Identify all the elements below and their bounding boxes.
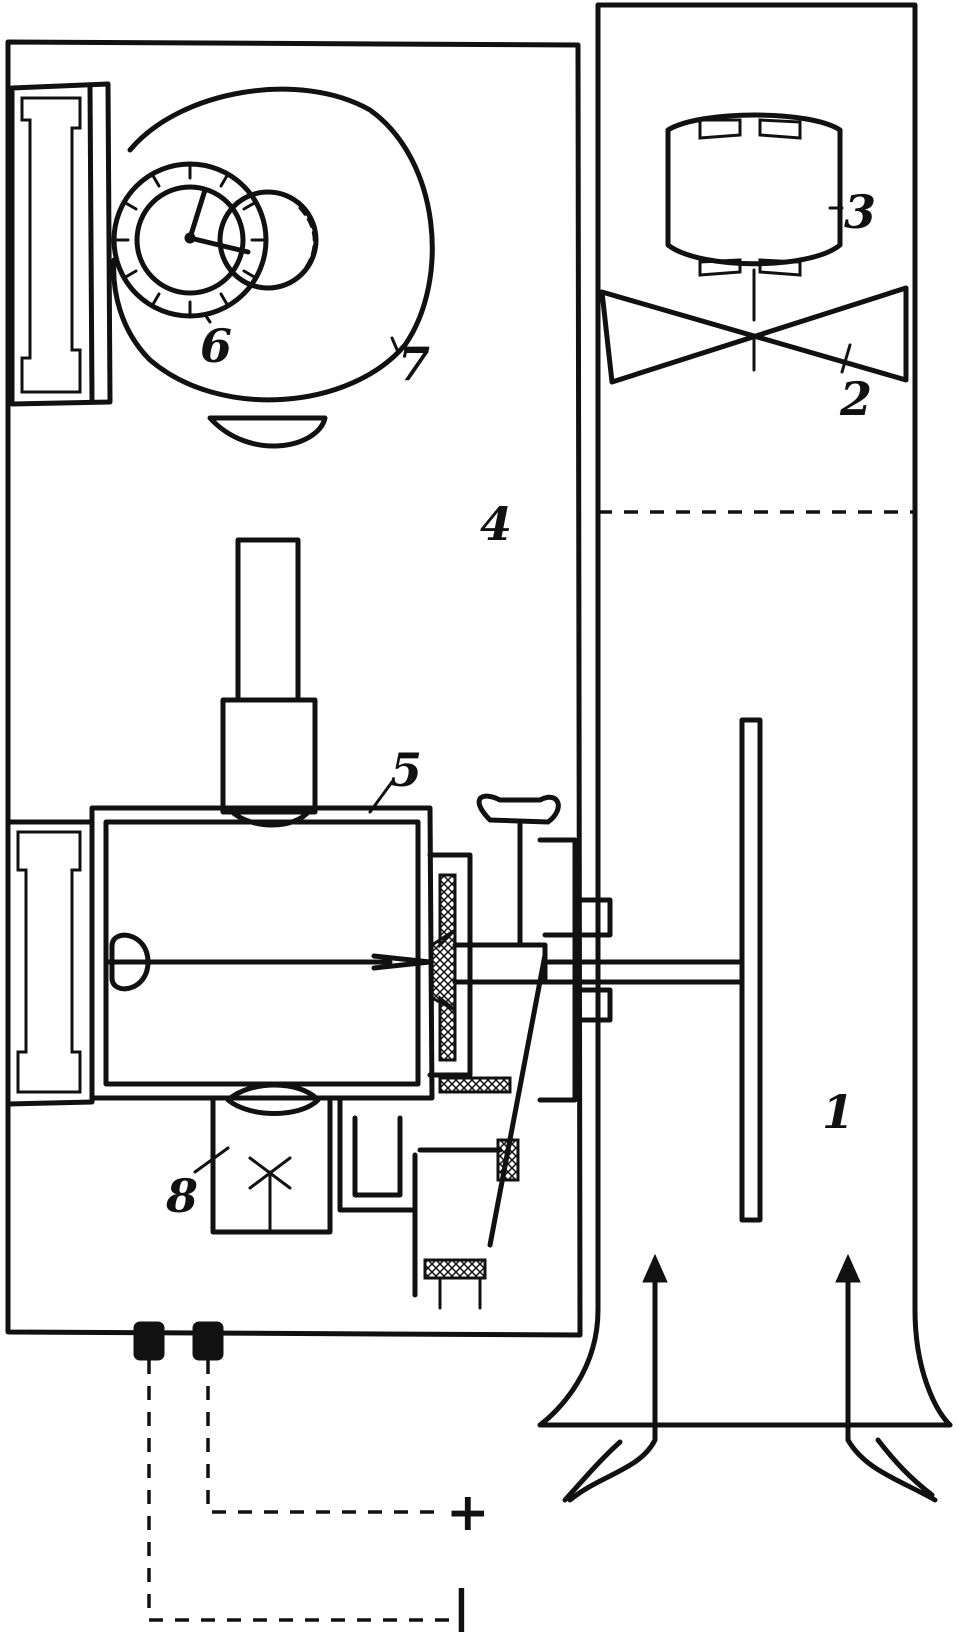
label-ionization-chamber: 5 <box>390 743 422 797</box>
terminal-label-positive: + <box>446 1482 490 1543</box>
label-fan-motor: 3 <box>844 185 876 239</box>
fan-motor <box>665 112 843 322</box>
drive-link <box>337 952 548 1310</box>
label-fan: 2 <box>839 372 872 426</box>
label-clock: 6 <box>200 319 232 373</box>
air-duct <box>537 2 953 1428</box>
chamber-lower-tube <box>210 1082 333 1235</box>
clock-gear <box>217 189 319 291</box>
airflow-arrows <box>562 1253 938 1503</box>
label-air-duct: 1 <box>822 1085 854 1139</box>
insulator-assembly <box>427 793 745 1103</box>
top-left-rail <box>9 81 113 407</box>
lens-dome <box>207 415 328 449</box>
bottom-left-rail <box>5 819 95 1107</box>
leader-lines <box>193 206 852 1174</box>
duct-probe-rod <box>739 717 763 1223</box>
clock-dial <box>111 161 269 319</box>
label-recording-drum: 7 <box>398 337 430 391</box>
terminal-label-negative: | <box>452 1580 471 1632</box>
recording-drum <box>111 86 435 403</box>
label-cabinet: 4 <box>480 497 512 551</box>
ionization-chamber-body <box>89 805 435 1101</box>
terminal-positive <box>192 1321 440 1514</box>
terminal-negative <box>133 1321 450 1622</box>
fan <box>599 285 909 385</box>
cabinet-outline <box>5 39 583 1338</box>
chamber-upper-tube <box>220 537 318 828</box>
label-light-source: 8 <box>165 1169 198 1223</box>
